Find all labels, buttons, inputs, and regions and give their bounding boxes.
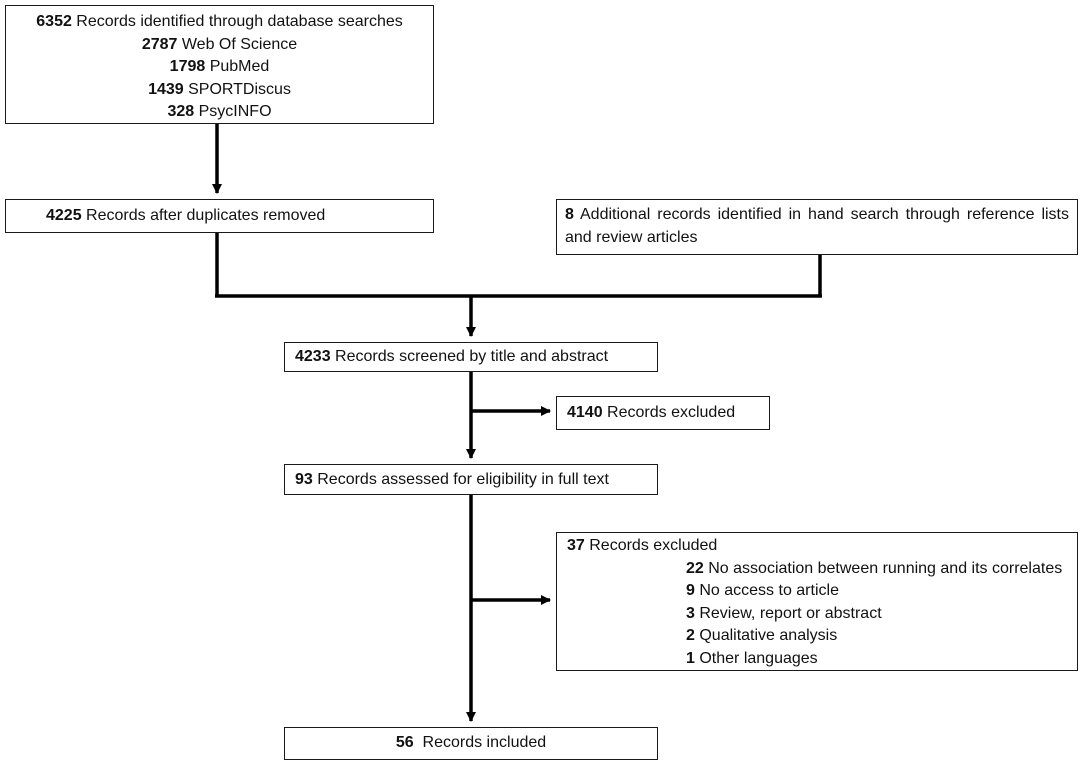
excluded-full-text-box: 37 Records excluded 22 No association be… (556, 532, 1078, 671)
excluded-full-text-header: 37 Records excluded (567, 537, 718, 554)
db-line-sportdiscus: 1439 SPORTDiscus (148, 80, 291, 98)
db-line-pubmed: 1798 PubMed (169, 58, 270, 75)
db-line-total: 6352 Records identified through database… (36, 13, 403, 30)
database-search-box: 6352 Records identified through database… (5, 5, 434, 124)
exclusion-reason: 22 No association between running and it… (686, 559, 1063, 577)
exclusion-reason: 9 No access to article (686, 582, 839, 599)
screened-box: 4233 Records screened by title and abstr… (284, 342, 658, 372)
exclusion-reason: 3 Review, report or abstract (686, 604, 882, 622)
additional-records-box: 8 Additional records identified in hand … (556, 199, 1078, 255)
included-box: 56 Records included (284, 727, 658, 760)
db-line-psycinfo: 328 PsycINFO (167, 103, 272, 120)
exclusion-reason: 1 Other languages (686, 649, 818, 667)
assessed-box: 93 Records assessed for eligibility in f… (284, 464, 658, 495)
db-line-wos: 2787 Web Of Science (141, 35, 298, 53)
exclusion-reason: 2 Qualitative analysis (686, 627, 838, 644)
excluded-title-abstract-box: 4140 Records excluded (556, 396, 770, 430)
after-duplicates-box: 4225 Records after duplicates removed (5, 199, 434, 233)
